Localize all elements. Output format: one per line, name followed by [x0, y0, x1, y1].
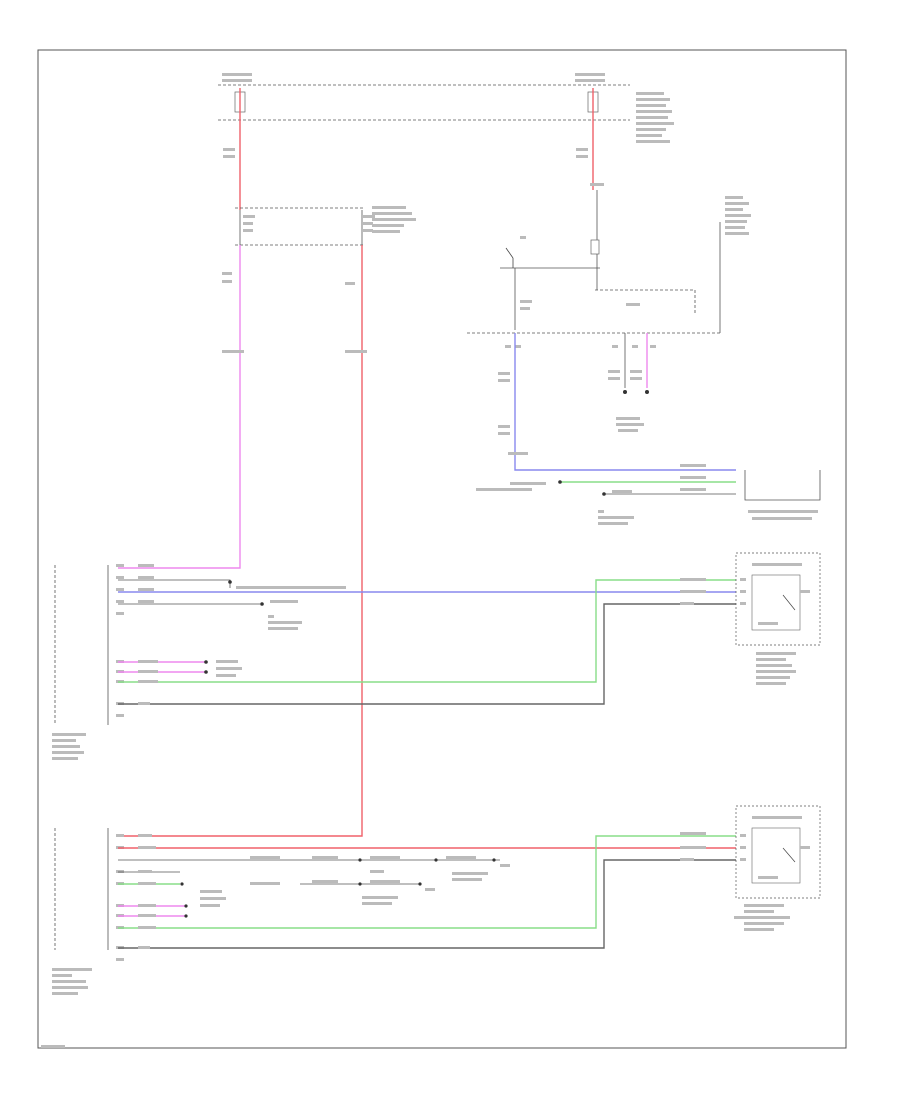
left-module-lower: [52, 828, 124, 995]
wire-gray-lm-gnd: [118, 603, 736, 705]
control-module-top-right: [467, 196, 751, 432]
power-bus-top: [218, 73, 674, 143]
sensor-module-lower: [680, 805, 821, 931]
wire-red-lower-module: [118, 245, 363, 837]
wire-green-lm: [118, 579, 736, 683]
diagram-border: [37, 49, 847, 1049]
wire-green-lower: [118, 835, 736, 929]
sensor-module-upper: [680, 552, 821, 685]
wire-pink-left-module: [118, 245, 241, 569]
left-module-upper: [52, 564, 124, 760]
wire-blue-upper: [514, 333, 736, 471]
junction-relay-box: [235, 206, 416, 246]
wire-gray-lm-2: [118, 579, 231, 588]
wire-gray-lower-gnd: [118, 859, 736, 949]
